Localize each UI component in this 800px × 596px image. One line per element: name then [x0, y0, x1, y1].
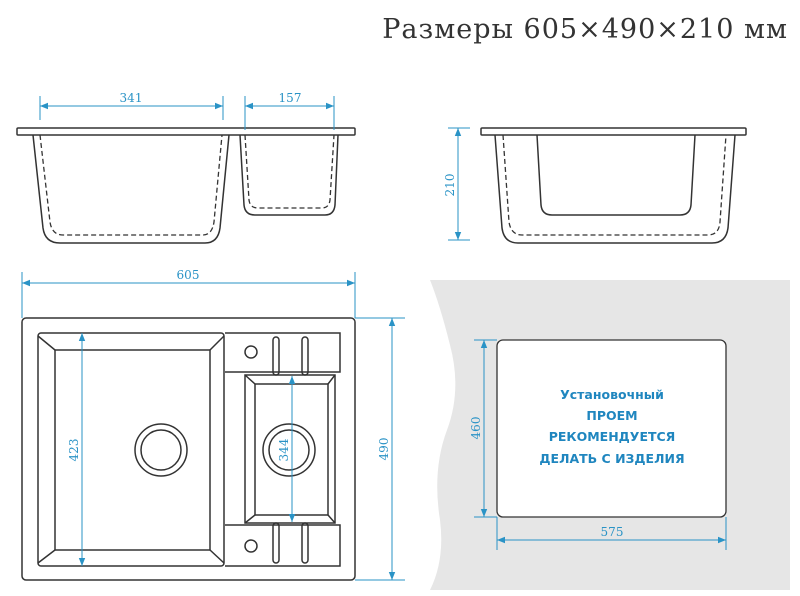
- side-section-view: 210: [443, 127, 747, 244]
- dim-bowl-large-length: 423: [67, 439, 81, 462]
- cutout-view: 460 575 Установочный проем рекомендуется…: [430, 280, 790, 590]
- dim-cutout-depth: 460: [469, 417, 483, 440]
- dim-total-depth: 490: [377, 438, 391, 461]
- cutout-note-line: рекомендуется: [549, 429, 676, 444]
- dim-total-width: 605: [177, 268, 200, 282]
- cutout-note-line: Установочный: [560, 387, 664, 402]
- cutout-note-line: проем: [586, 408, 637, 423]
- dim-bowl-small-length: 344: [277, 438, 291, 461]
- plan-view: 605 490 423 344: [21, 268, 405, 581]
- dim-cutout-width: 575: [601, 525, 624, 539]
- front-section-view: 341 157: [16, 91, 356, 244]
- dim-depth: 210: [443, 174, 457, 197]
- dim-bowl-small-width: 157: [279, 91, 302, 105]
- page-title: Размеры 605×490×210 мм: [382, 14, 788, 45]
- dim-bowl-large-width: 341: [120, 91, 143, 105]
- cutout-note-line: делать с изделия: [539, 451, 684, 466]
